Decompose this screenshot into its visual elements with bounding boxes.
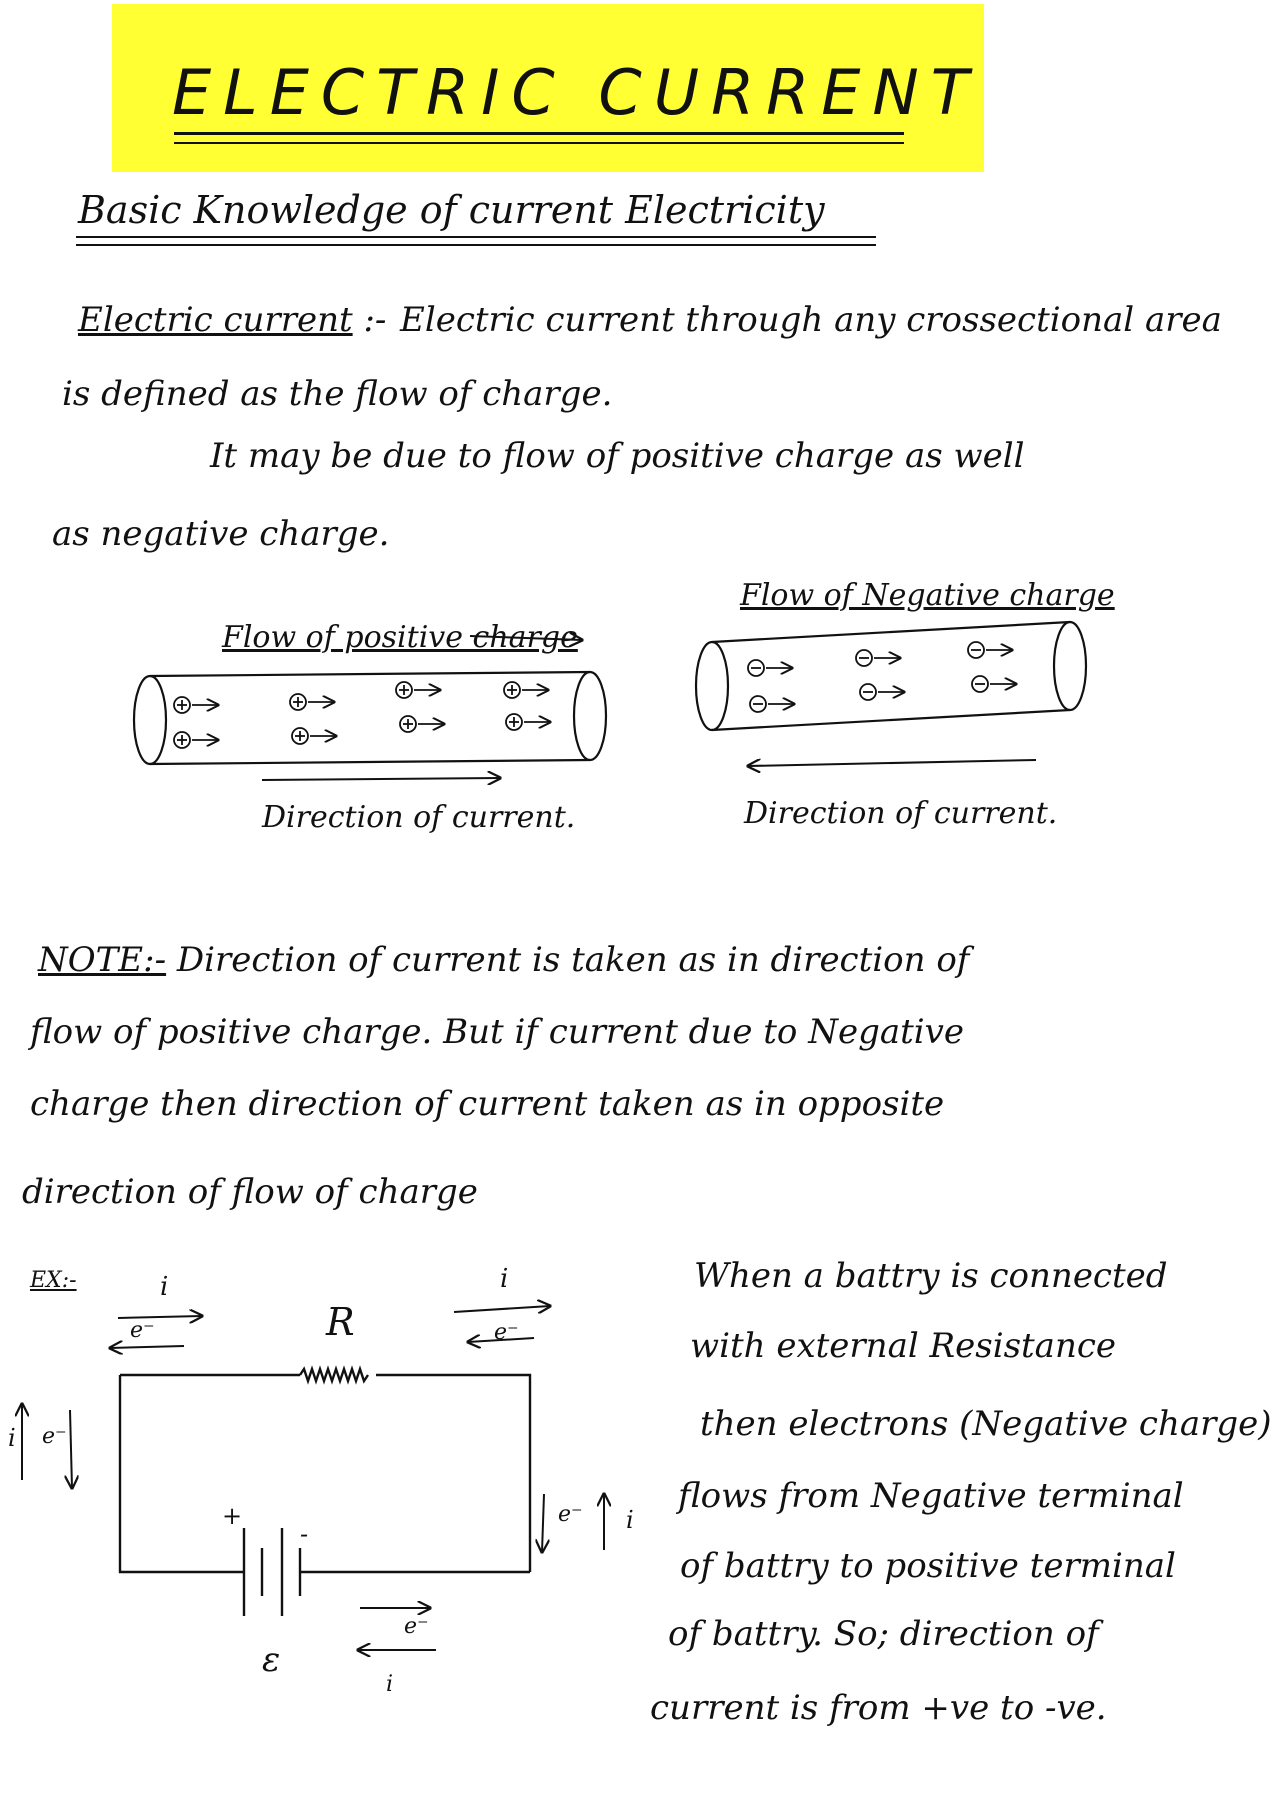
definition-separator: :- xyxy=(363,300,387,340)
example-text-2: with external Resistance xyxy=(690,1326,1117,1366)
battery-plus-sign: + xyxy=(222,1502,243,1530)
note-line-3: charge then direction of current taken a… xyxy=(30,1084,945,1124)
page-title: ELECTRIC CURRENT xyxy=(172,56,981,129)
note-line-2: flow of positive charge. But if current … xyxy=(30,1012,964,1052)
resistor-label: R xyxy=(326,1300,355,1344)
current-label-right: i xyxy=(626,1506,634,1534)
electron-arrow-top-right xyxy=(468,1338,535,1342)
current-arrow-top-right xyxy=(453,1306,550,1312)
positive-charge-symbol xyxy=(291,727,336,745)
battery-minus-sign: - xyxy=(300,1520,309,1548)
title-underline xyxy=(174,132,904,135)
title-banner: ELECTRIC CURRENT xyxy=(112,4,984,172)
current-label-left: i xyxy=(8,1424,16,1452)
current-label-top-right: i xyxy=(500,1264,509,1294)
example-text-6: of battry. So; direction of xyxy=(668,1614,1099,1654)
circuit-wire-left xyxy=(118,1375,244,1574)
negative-charge-symbol xyxy=(967,641,1012,659)
current-label-top-left: i xyxy=(160,1272,169,1302)
current-label-bottom: i xyxy=(386,1672,394,1697)
negative-tube-top-edge xyxy=(711,620,1071,644)
negative-charge-tube xyxy=(694,620,1088,732)
negative-charge-symbol xyxy=(971,675,1016,693)
definition-line-2: is defined as the flow of charge. xyxy=(62,374,613,414)
positive-tube-left-end xyxy=(132,674,168,766)
definition-line-1: Electric current through any crossection… xyxy=(400,300,1222,340)
note-label: NOTE:- xyxy=(38,940,167,980)
positive-tube-right-end xyxy=(572,670,608,762)
negative-flow-caption: Flow of Negative charge xyxy=(740,578,1115,613)
negative-tube-right-end xyxy=(1052,620,1088,712)
negative-charge-symbol xyxy=(859,683,904,701)
positive-charge-symbol xyxy=(503,681,548,699)
positive-current-caption: Direction of current. xyxy=(262,800,576,835)
example-text-7: current is from +ve to -ve. xyxy=(650,1688,1107,1728)
positive-charge-symbol xyxy=(173,696,218,714)
note-line-4: direction of flow of charge xyxy=(22,1172,478,1212)
definition-line-3: It may be due to flow of positive charge… xyxy=(210,436,1025,476)
negative-charges xyxy=(747,641,1016,713)
positive-charge-symbol xyxy=(289,693,334,711)
section-heading-underline-second xyxy=(76,244,876,246)
section-heading-underline xyxy=(76,236,876,238)
example-text-3: then electrons (Negative charge) xyxy=(700,1404,1272,1444)
circuit-wire-top-right xyxy=(376,1373,532,1572)
positive-charge-symbol xyxy=(395,681,440,699)
electron-label-right: e⁻ xyxy=(558,1502,583,1527)
current-arrow-top-left xyxy=(117,1316,202,1318)
resistor-zigzag xyxy=(299,1365,369,1385)
electron-label-left: e⁻ xyxy=(42,1424,67,1449)
definition-term: Electric current :- xyxy=(78,300,386,340)
negative-charge-symbol xyxy=(749,695,794,713)
electron-arrow-top-left xyxy=(110,1346,185,1348)
positive-charge-symbol xyxy=(399,715,444,733)
positive-charge-tube xyxy=(132,670,608,766)
note-text-1: Direction of current is taken as in dire… xyxy=(176,940,970,980)
negative-current-caption: Direction of current. xyxy=(744,796,1058,831)
positive-charges xyxy=(173,681,550,749)
electron-arrow-right xyxy=(542,1493,544,1552)
example-label: EX:- xyxy=(30,1268,77,1293)
example-text-5: of battry to positive terminal xyxy=(680,1546,1176,1586)
example-text-4: flows from Negative terminal xyxy=(678,1476,1184,1516)
circuit xyxy=(118,1365,532,1616)
positive-flow-arrow xyxy=(469,636,582,640)
definition-term-label: Electric current xyxy=(78,300,353,340)
negative-charge-symbol xyxy=(747,659,792,677)
note-line-1: NOTE:- Direction of current is taken as … xyxy=(38,940,969,980)
battery-label: ε xyxy=(262,1640,281,1680)
positive-tube-bottom-edge xyxy=(149,758,591,766)
positive-charge-symbol xyxy=(505,713,550,731)
definition-line-4: as negative charge. xyxy=(52,514,390,554)
electron-label-bottom: e⁻ xyxy=(404,1614,429,1639)
electron-arrow-left xyxy=(70,1409,72,1488)
negative-tube-bottom-edge xyxy=(711,708,1071,732)
negative-tube-left-end xyxy=(694,640,730,732)
negative-charge-symbol xyxy=(855,649,900,667)
negative-current-arrow xyxy=(748,760,1037,766)
section-heading: Basic Knowledge of current Electricity xyxy=(78,188,825,232)
positive-tube-top-edge xyxy=(149,670,591,678)
example-text-1: When a battry is connected xyxy=(694,1256,1168,1296)
electron-label-top-left: e⁻ xyxy=(130,1318,155,1343)
positive-current-arrow xyxy=(261,778,500,780)
title-underline-second xyxy=(174,142,904,144)
positive-charge-symbol xyxy=(173,731,218,749)
